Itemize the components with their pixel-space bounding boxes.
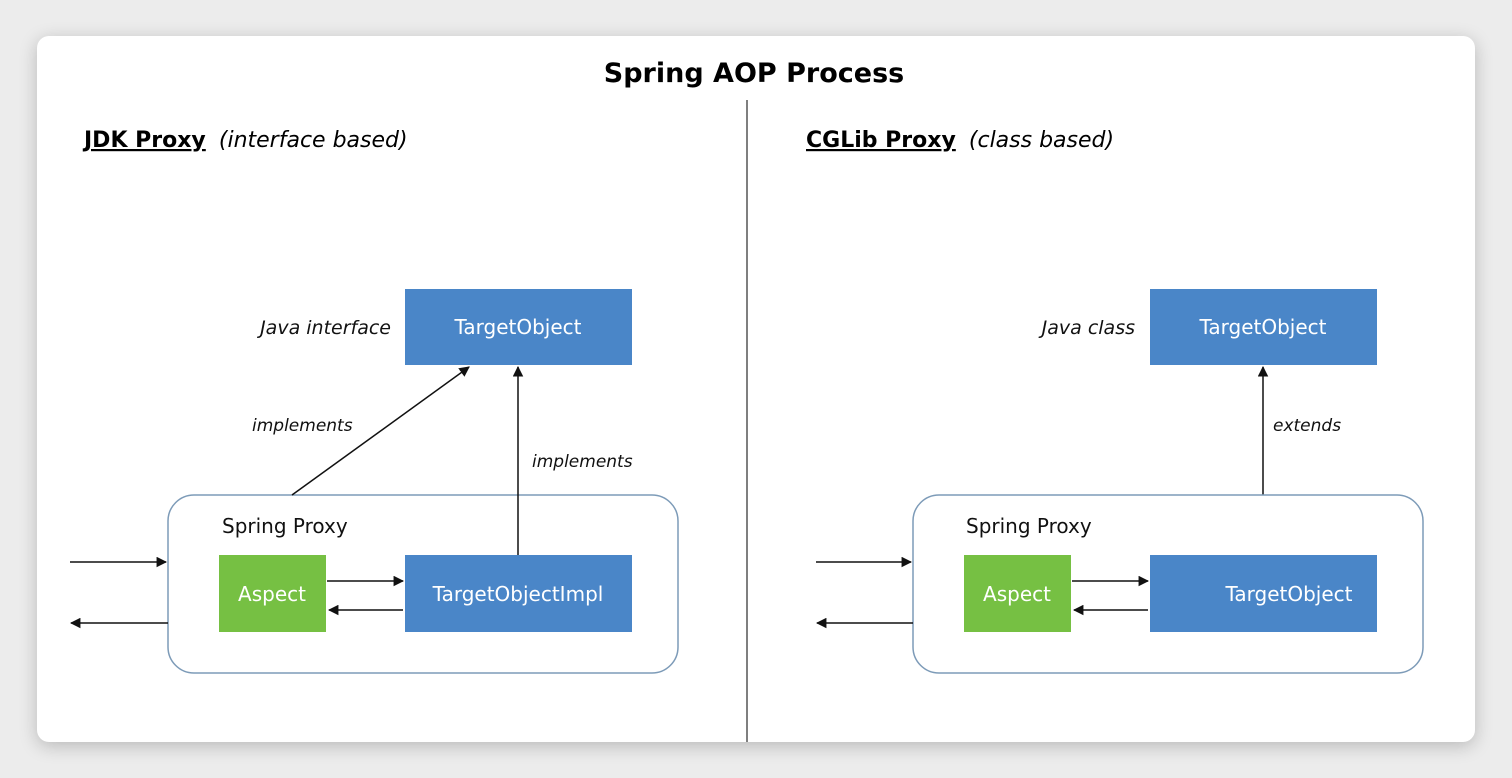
left-heading-strong: JDK Proxy [82,128,206,153]
left-spring-proxy-label: Spring Proxy [222,514,348,538]
left-target-object-box [405,289,632,365]
left-implements-label-1: implements [252,416,353,436]
right-target-object-box [1150,289,1377,365]
right-aspect-box [964,555,1071,632]
left-aspect-label: Aspect [238,582,306,606]
right-extends-label: extends [1273,416,1341,436]
right-target-object-label: TargetObject [1198,315,1326,339]
left-aspect-box [219,555,326,632]
right-target-type-label: Java class [1038,317,1135,339]
left-heading-italic: (interface based) [219,128,408,153]
left-target-impl-box [405,555,632,632]
left-target-object-label: TargetObject [453,315,581,339]
right-heading-italic: (class based) [969,128,1114,153]
diagram-title: Spring AOP Process [604,58,904,89]
right-spring-proxy-label: Spring Proxy [966,514,1092,538]
left-proxy-implements-arrow [291,366,470,496]
left-target-impl-label: TargetObjectImpl [432,582,604,606]
right-heading-strong: CGLib Proxy [806,128,956,153]
aop-diagram: Spring AOP Process JDK Proxy (interface … [69,58,1424,742]
diagram-card: Spring AOP Process JDK Proxy (interface … [37,36,1475,742]
left-implements-label-2: implements [532,452,633,472]
right-heading: CGLib Proxy (class based) [806,128,1114,153]
left-heading: JDK Proxy (interface based) [82,128,408,153]
right-target-subclass-label: TargetObject [1224,582,1352,606]
right-target-subclass-box [1150,555,1377,632]
right-aspect-label: Aspect [983,582,1051,606]
left-target-type-label: Java interface [256,317,391,339]
